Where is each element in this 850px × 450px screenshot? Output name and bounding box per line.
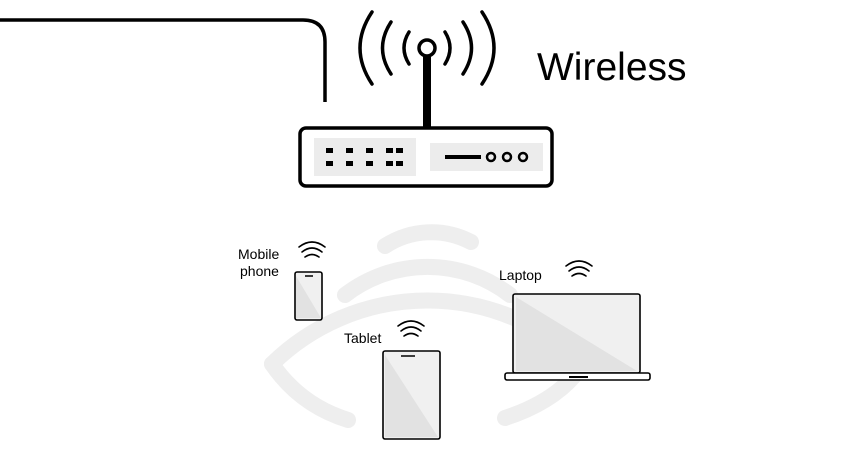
router-status-bar <box>445 155 481 159</box>
tablet-label: Tablet <box>344 330 381 346</box>
tablet-icon <box>382 350 441 440</box>
signal-wave-middle <box>337 258 518 303</box>
laptop-label: Laptop <box>499 267 542 283</box>
network-cable <box>0 18 327 102</box>
wifi-signal-icon-laptop <box>565 260 593 277</box>
signal-wave-bottom <box>264 356 356 428</box>
signal-wave-inner <box>377 224 479 254</box>
laptop-icon <box>504 293 651 381</box>
wifi-signal-icon-mobile <box>298 241 326 258</box>
antenna-icon <box>417 38 437 128</box>
router-status-leds <box>485 151 529 163</box>
page-title: Wireless <box>537 46 687 89</box>
router-ports <box>326 148 403 166</box>
router-icon <box>298 126 554 188</box>
mobile-phone-label-line1: Mobile <box>238 246 279 262</box>
wifi-signal-icon-tablet <box>397 320 425 337</box>
broadcast-waves-icon <box>358 10 496 86</box>
router-port-panel <box>314 138 416 176</box>
mobile-phone-icon <box>294 271 323 321</box>
mobile-phone-label-line2: phone <box>240 263 279 279</box>
